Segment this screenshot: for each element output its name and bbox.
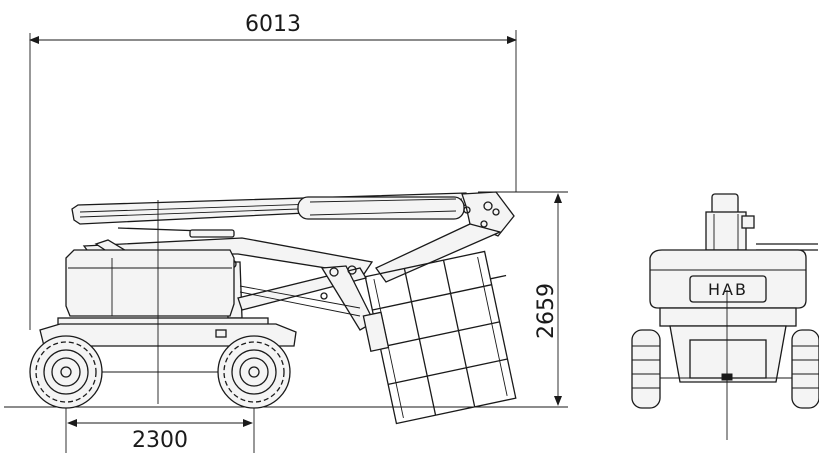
front-view: HAB <box>631 193 819 440</box>
overall-length-dimension: 6013 <box>29 12 517 330</box>
front-left-tyre <box>631 329 661 409</box>
stowed-height-label: 2659 <box>534 283 559 339</box>
stowed-height-dimension: 2659 <box>478 191 568 408</box>
rear-wheel <box>29 335 103 409</box>
front-brand-label: HAB <box>708 280 748 299</box>
side-view <box>29 191 517 425</box>
front-right-tyre <box>791 329 819 409</box>
platform-basket <box>362 250 517 425</box>
overall-length-label: 6013 <box>245 12 301 37</box>
upper-boom <box>71 191 515 238</box>
wheelbase-label: 2300 <box>132 428 188 453</box>
front-wheel <box>217 335 291 409</box>
wheelbase-dimension: 2300 <box>65 378 255 453</box>
